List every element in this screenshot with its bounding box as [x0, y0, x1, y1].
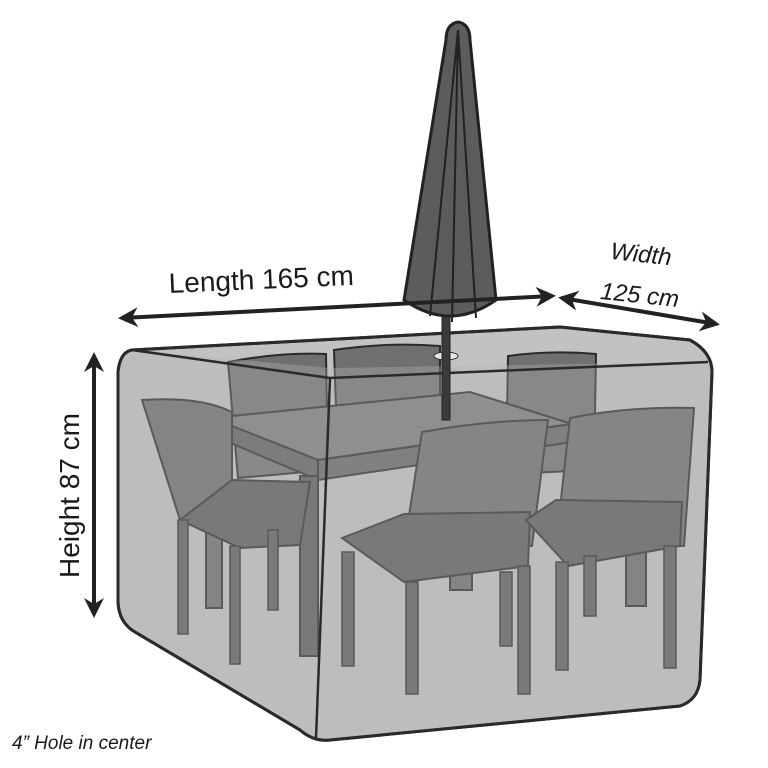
cover-edges — [131, 348, 709, 739]
umbrella-canopy — [402, 20, 498, 318]
cover-outline — [116, 325, 714, 742]
chair-center-front — [339, 418, 550, 695]
width-arrow — [558, 290, 720, 332]
cover-front — [118, 350, 712, 741]
umbrella-pole — [441, 299, 451, 421]
height-label: Height 87 cm — [54, 413, 85, 578]
length-arrow — [118, 286, 556, 328]
chair-right-front — [524, 406, 696, 671]
chair-left-front — [140, 398, 312, 665]
footnote: 4” Hole in center — [12, 733, 152, 754]
